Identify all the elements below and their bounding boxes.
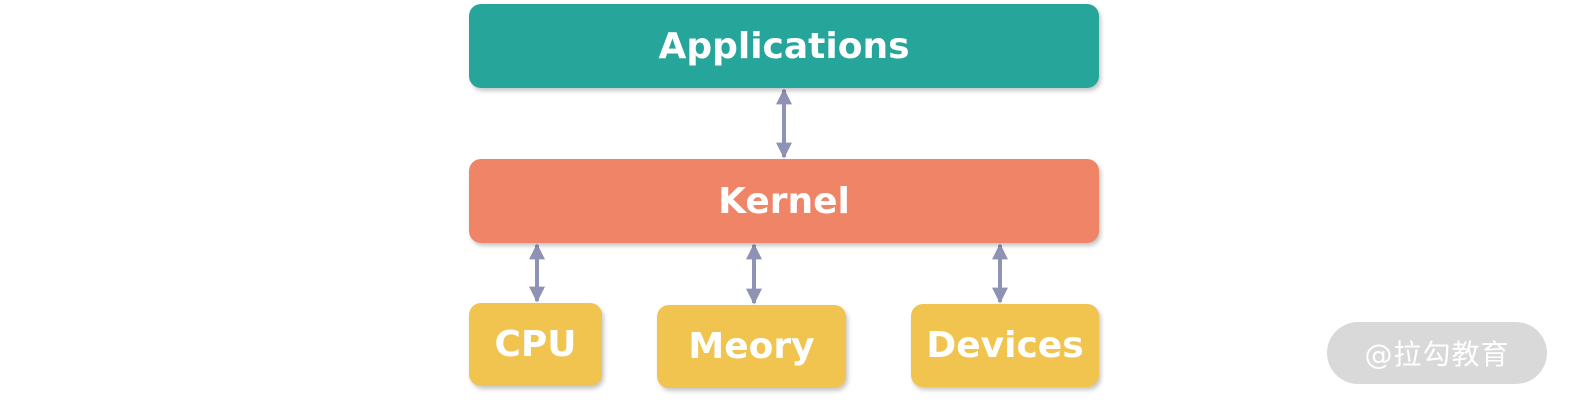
cpu-box: CPU: [469, 303, 602, 386]
devices-box: Devices: [911, 304, 1099, 387]
kernel-label: Kernel: [718, 180, 850, 222]
applications-label: Applications: [658, 25, 910, 67]
watermark-badge: @拉勾教育: [1327, 322, 1547, 384]
memory-box: Meory: [657, 305, 846, 388]
applications-box: Applications: [469, 4, 1099, 88]
devices-label: Devices: [926, 325, 1084, 366]
kernel-box: Kernel: [469, 159, 1099, 243]
cpu-label: CPU: [494, 324, 577, 365]
memory-label: Meory: [688, 326, 815, 367]
